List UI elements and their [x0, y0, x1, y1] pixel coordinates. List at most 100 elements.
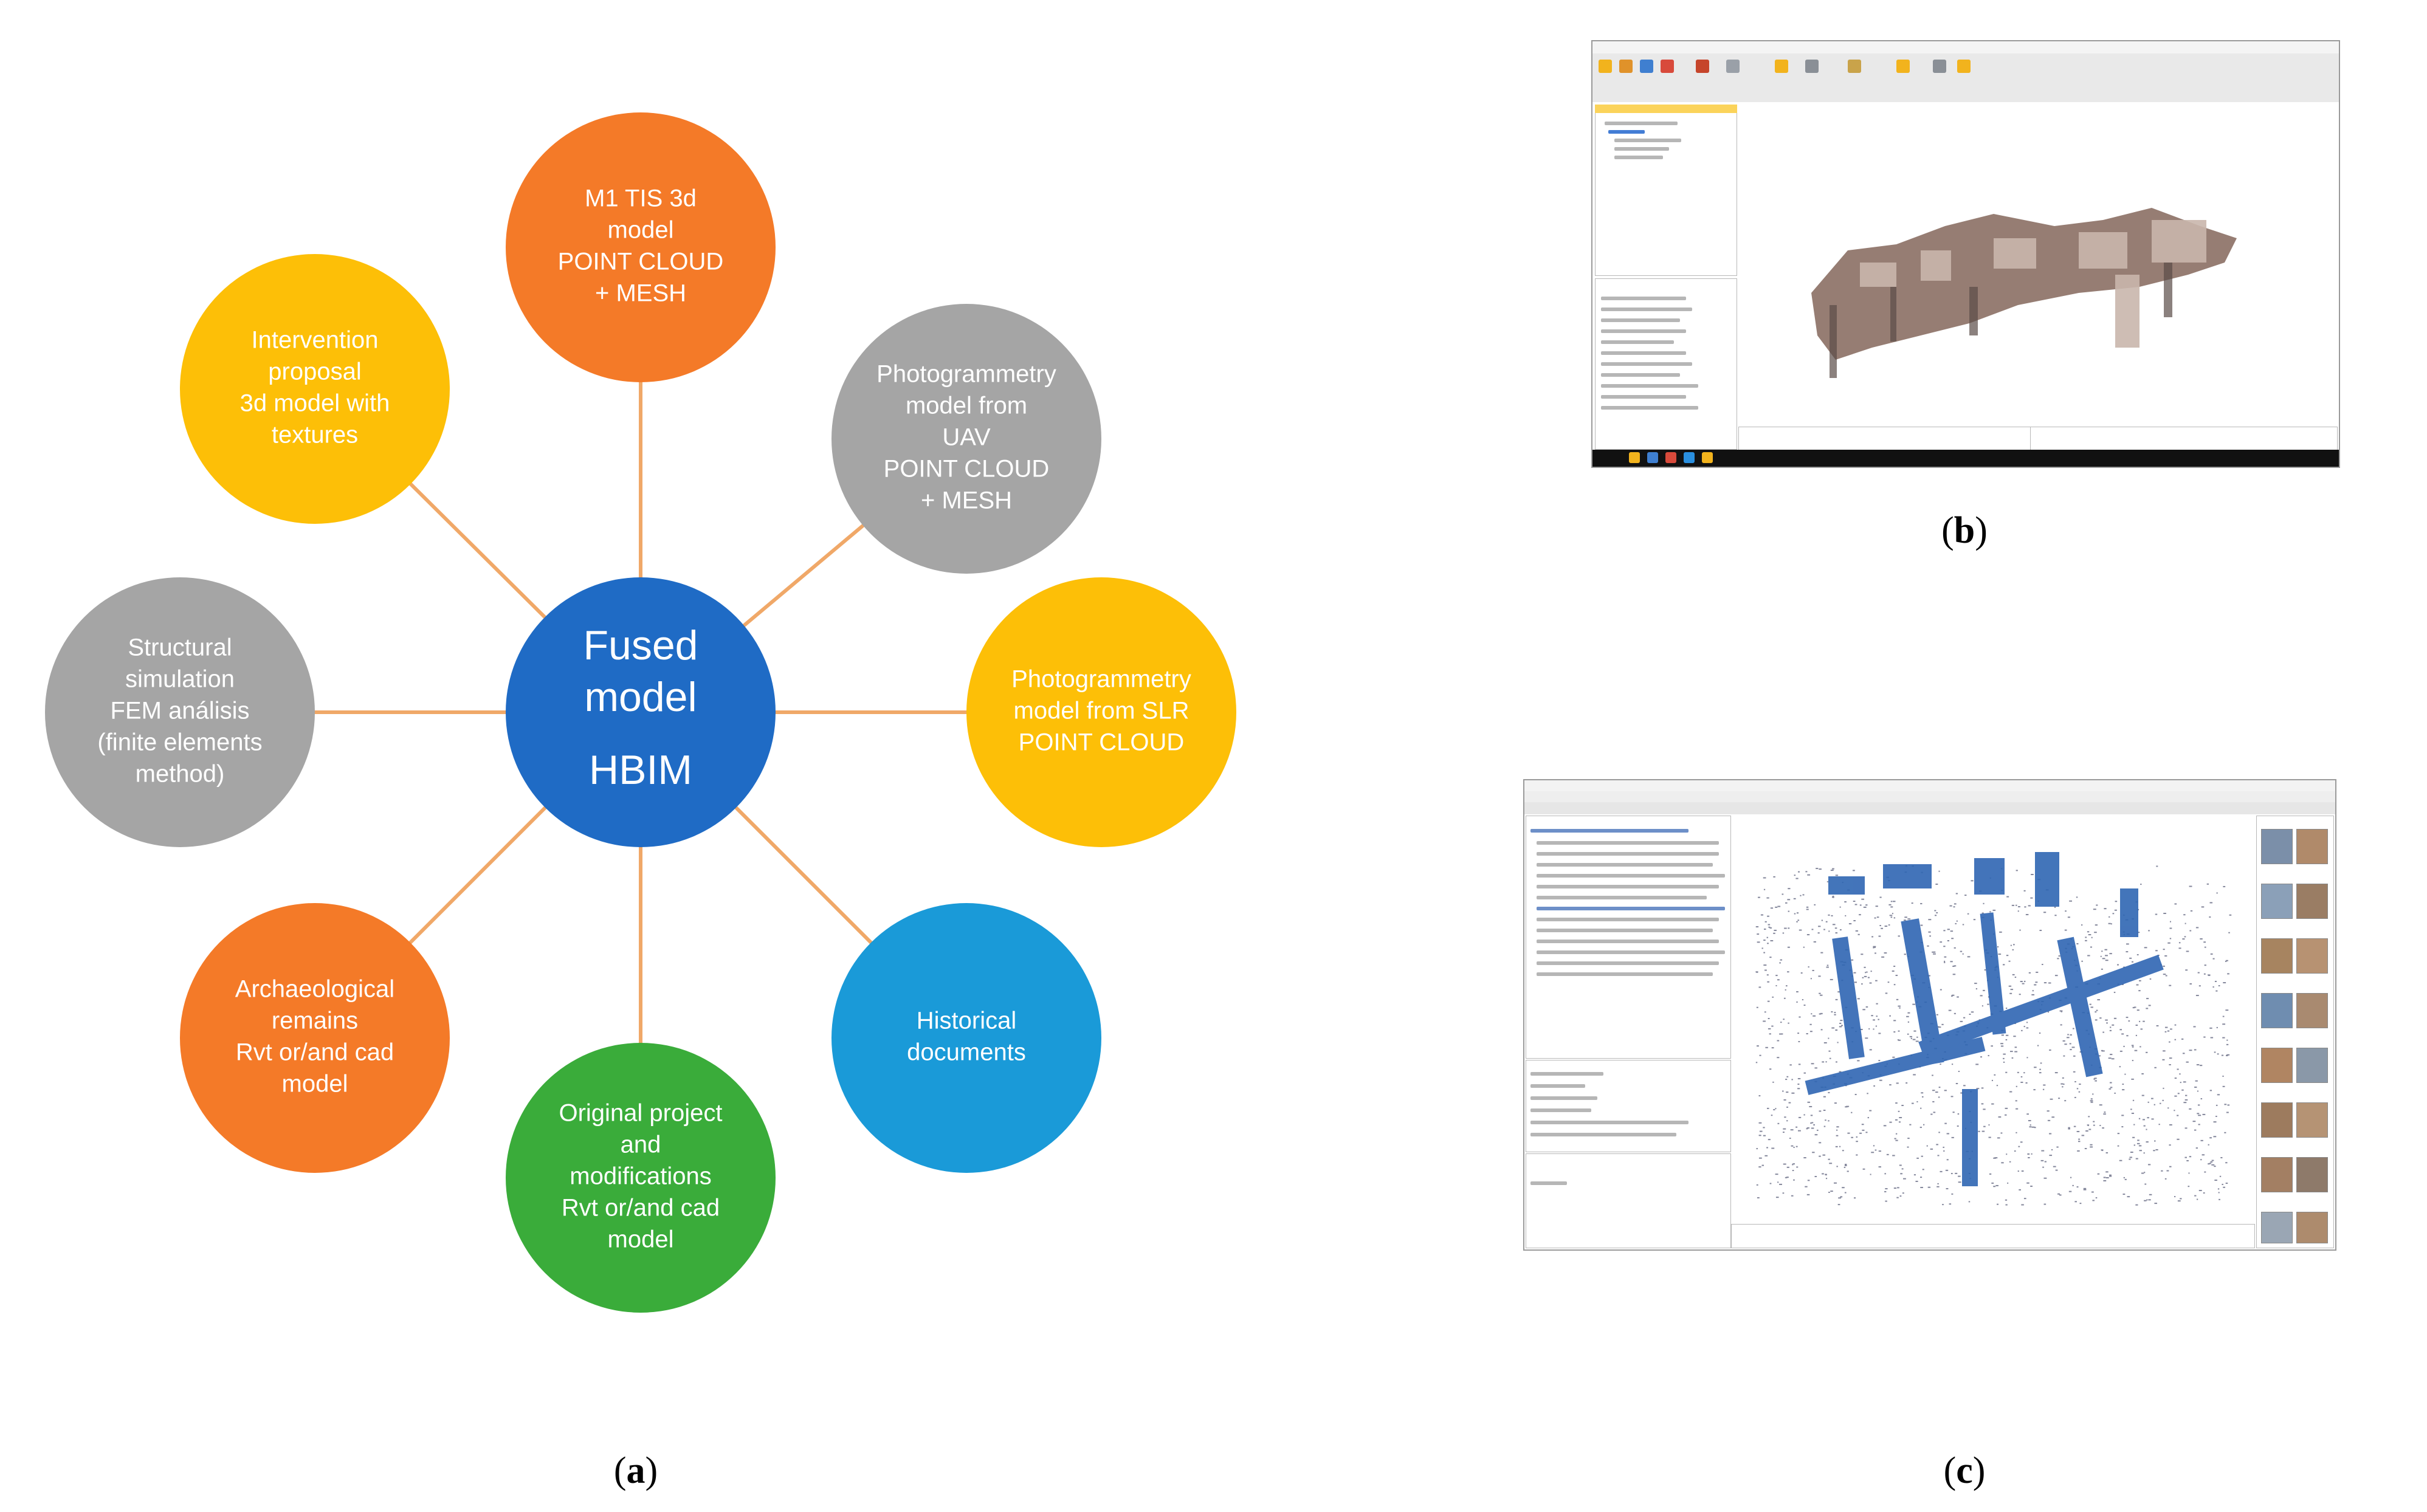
workspace-panel [1526, 816, 1731, 1059]
ribbon-icon [1805, 60, 1819, 73]
node-circle [506, 1043, 776, 1313]
node-label-line: Historical [917, 1008, 1016, 1034]
node-circle [180, 254, 450, 524]
taskbar-icon [1665, 452, 1676, 463]
ribbon-icon [1726, 60, 1740, 73]
node-label-line: model from SLR [1014, 698, 1189, 724]
node-photogrammetry-slr: Photogrammetry model from SLR POINT CLOUD [966, 577, 1236, 847]
node-label-line: model [608, 1226, 674, 1253]
photo-thumbnail [2296, 1048, 2328, 1083]
node-label-line: simulation [125, 666, 235, 693]
node-circle [966, 577, 1236, 847]
screenshot-c [1523, 779, 2336, 1251]
node-label-line: model from [906, 393, 1027, 419]
node-circle [831, 304, 1101, 574]
taskbar-icon [1647, 452, 1658, 463]
ribbon-icon [1661, 60, 1674, 73]
taskbar-icon [1684, 452, 1695, 463]
photo-thumbnail [2261, 1102, 2293, 1138]
node-label-line: Structural [128, 634, 232, 661]
photo-thumbnail [2296, 1157, 2328, 1192]
photo-thumbnail [2261, 993, 2293, 1028]
node-circle [831, 903, 1101, 1173]
node-label-line: documents [907, 1039, 1026, 1066]
caption-c: (c) [1943, 1450, 1986, 1491]
toolbar [1524, 802, 2335, 814]
photo-thumbnail [2261, 884, 2293, 919]
ribbon-icon [1696, 60, 1709, 73]
screenshot-b [1591, 40, 2340, 468]
node-label-line: and [621, 1132, 661, 1158]
photo-thumbnail [2296, 1212, 2328, 1243]
node-label-line: + MESH [921, 487, 1012, 514]
node-label-line: Original project [559, 1100, 722, 1127]
node-label-line: model [282, 1071, 348, 1098]
ribbon-icon [1775, 60, 1788, 73]
node-label-line: textures [272, 422, 358, 448]
photo-thumbnail [2296, 884, 2328, 919]
node-label-line: Photogrammetry [1011, 666, 1191, 693]
point-cloud-viewport [1731, 816, 2254, 1223]
node-label-line: POINT CLOUD [558, 249, 724, 275]
caption-b: (b) [1941, 510, 1988, 551]
hub-circle [506, 577, 776, 847]
taskbar-icon [1629, 452, 1640, 463]
photo-thumbnail [2296, 1102, 2328, 1138]
photo-thumbnail [2296, 938, 2328, 974]
console-panel [1526, 1153, 1731, 1248]
ribbon-icon [1957, 60, 1971, 73]
taskbar [1592, 450, 2339, 467]
timeline-panel [1731, 1224, 2255, 1248]
photo-thumbnail [2296, 829, 2328, 864]
node-label-line: (finite elements [97, 729, 262, 756]
hub-title-line: Fused [584, 622, 698, 668]
title-bar [1592, 41, 2339, 53]
node-circle [45, 577, 315, 847]
node-circle [180, 903, 450, 1173]
point-cloud-viewport [1738, 105, 2336, 427]
node-label-line: POINT CLOUD [1019, 729, 1185, 756]
node-label-line: 3d model with [240, 390, 390, 417]
menu-bar [1524, 791, 2335, 802]
node-label-line: Photogrammetry [876, 361, 1056, 388]
ribbon-icon [1896, 60, 1910, 73]
caption-a: (a) [613, 1450, 658, 1491]
node-label-line: FEM análisis [111, 698, 250, 724]
panel-header-selected [1595, 105, 1737, 113]
node-label-line: proposal [268, 359, 361, 385]
node-label-line: Rvt or/and cad [562, 1195, 720, 1222]
hub-subtitle: HBIM [589, 747, 692, 793]
node-label-line: + MESH [595, 280, 686, 307]
photo-thumbnail [2261, 1048, 2293, 1083]
taskbar-icon [1702, 452, 1713, 463]
node-label-line: Rvt or/and cad [236, 1039, 394, 1066]
node-label-line: modifications [570, 1163, 711, 1190]
hub-title-line: model [584, 674, 697, 720]
ribbon-icon [1619, 60, 1633, 73]
node-label-line: M1 TIS 3d [585, 185, 697, 212]
status-panel [1738, 427, 2031, 452]
ribbon-icon [1640, 60, 1653, 73]
photo-thumbnail [2296, 993, 2328, 1028]
node-circle [506, 112, 776, 382]
node-label-line: POINT CLOUD [884, 456, 1050, 483]
node-label-line: UAV [942, 424, 991, 451]
node-label-line: remains [272, 1008, 358, 1034]
photo-thumbnail [2261, 829, 2293, 864]
title-bar [1524, 780, 2335, 791]
node-label-line: Archaeological [235, 976, 394, 1003]
photo-thumbnail [2261, 938, 2293, 974]
node-label-line: model [608, 217, 674, 244]
photo-thumbnail [2261, 1157, 2293, 1192]
info-panel [2030, 427, 2338, 452]
node-label-line: method) [136, 761, 225, 788]
